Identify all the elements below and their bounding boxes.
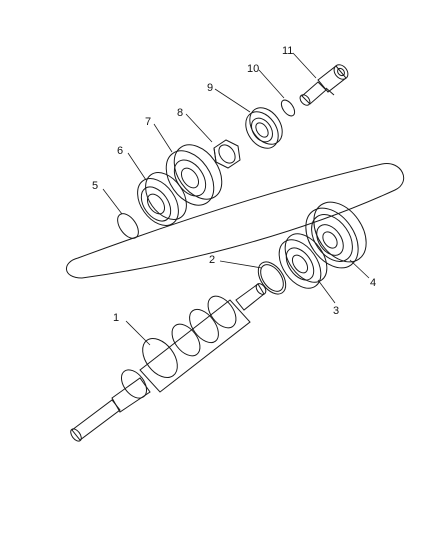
callout-1: 1: [113, 312, 119, 324]
callout-9: 9: [207, 82, 213, 94]
leader-7: [153, 123, 173, 153]
callout-7: 7: [145, 116, 151, 128]
leader-8: [185, 113, 213, 143]
part-3-gear: [278, 233, 328, 289]
part-9-bearing: [245, 107, 283, 149]
grouping-envelope-outline: [66, 163, 405, 279]
callout-2: 2: [209, 254, 215, 266]
part-6-gear: [137, 172, 187, 226]
leader-4: [349, 259, 370, 279]
leader-1: [125, 320, 151, 346]
part-1-main-shaft: [70, 283, 267, 442]
leader-9: [214, 88, 251, 113]
callout-5: 5: [92, 180, 98, 192]
leader-11: [292, 52, 317, 79]
callout-10: 10: [247, 63, 259, 75]
callout-11: 11: [282, 45, 293, 57]
leader-6: [127, 152, 147, 181]
callout-3: 3: [333, 305, 339, 317]
leader-3: [317, 279, 336, 304]
part-2-ring: [257, 261, 287, 295]
callout-8: 8: [177, 107, 183, 119]
leader-10: [258, 69, 285, 99]
part-11-pilot-bolt: [299, 64, 349, 106]
leader-2: [219, 260, 263, 269]
part-5-snap-ring: [117, 213, 139, 239]
leader-5: [102, 188, 123, 215]
callout-6: 6: [117, 145, 123, 157]
part-8-hub: [213, 139, 241, 169]
part-4-synchronizer: [305, 201, 367, 269]
callout-4: 4: [370, 277, 376, 289]
part-10-snap-ring: [280, 99, 296, 117]
